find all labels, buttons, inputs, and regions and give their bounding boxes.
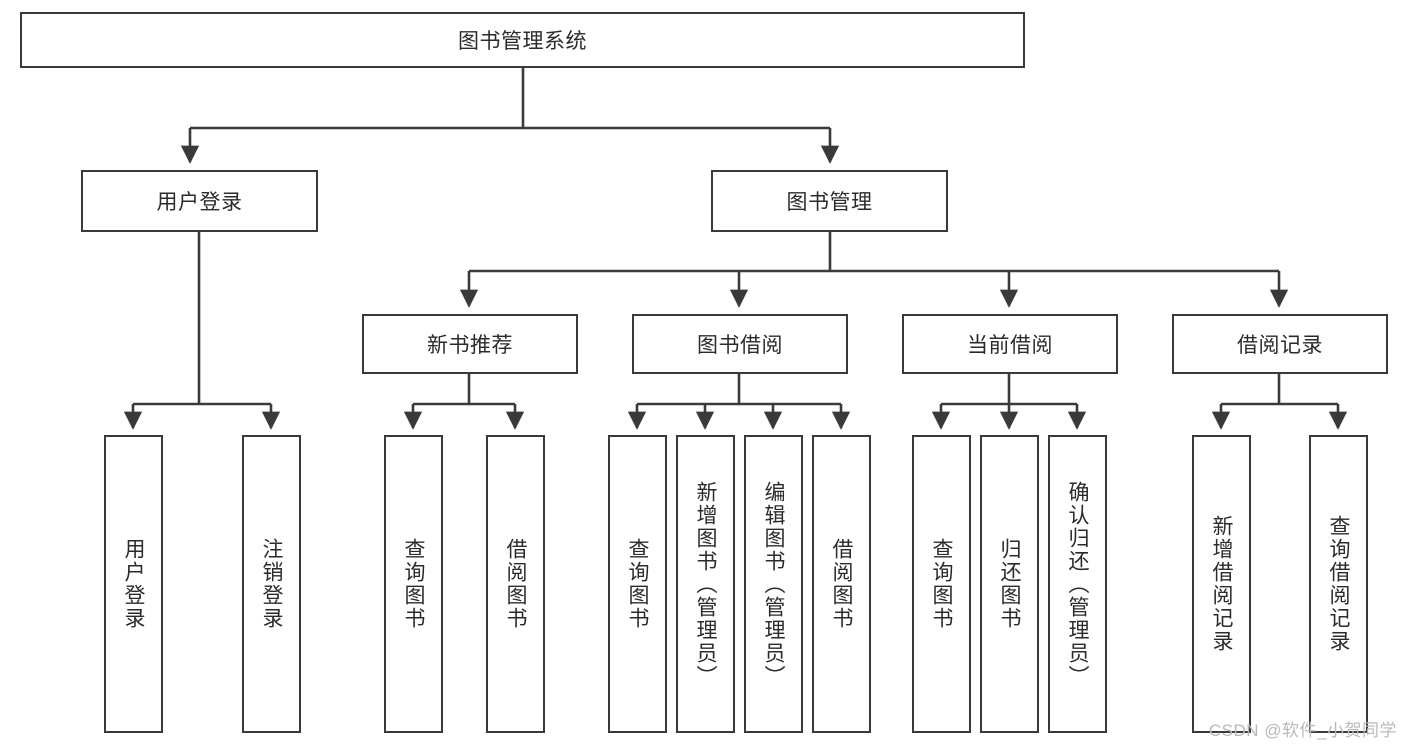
node-book-borrow-label: 图书借阅 [697, 334, 783, 357]
leaf-label: 归还图书 [998, 538, 1021, 630]
node-user-login[interactable]: 用户登录 [81, 170, 318, 232]
csdn-watermark: CSDN @软件_小贺同学 [1208, 721, 1397, 740]
leaf-label: 借阅图书 [830, 538, 853, 630]
node-root-system[interactable]: 图书管理系统 [20, 12, 1025, 68]
leaf-label: 注销登录 [260, 538, 283, 630]
leaf-new-book-borrow[interactable]: 借阅图书 [486, 435, 545, 733]
node-borrow-record[interactable]: 借阅记录 [1172, 314, 1388, 374]
leaf-label: 新增借阅记录 [1210, 515, 1233, 653]
node-new-book-recommend-label: 新书推荐 [427, 334, 513, 357]
leaf-label: 编辑图书（管理员） [762, 480, 785, 688]
leaf-label: 用户登录 [122, 538, 145, 630]
node-book-management[interactable]: 图书管理 [711, 170, 948, 232]
leaf-user-login-login[interactable]: 用户登录 [104, 435, 163, 733]
node-user-login-label: 用户登录 [156, 191, 243, 214]
leaf-current-borrow-return[interactable]: 归还图书 [980, 435, 1039, 733]
leaf-new-book-query[interactable]: 查询图书 [384, 435, 443, 733]
node-book-management-label: 图书管理 [786, 191, 873, 214]
node-root-label: 图书管理系统 [458, 30, 587, 53]
leaf-label: 查询借阅记录 [1327, 515, 1350, 653]
leaf-label: 查询图书 [626, 538, 649, 630]
leaf-current-borrow-confirm[interactable]: 确认归还（管理员） [1048, 435, 1107, 733]
leaf-user-login-logout[interactable]: 注销登录 [242, 435, 301, 733]
leaf-borrow-record-add[interactable]: 新增借阅记录 [1192, 435, 1251, 733]
node-borrow-record-label: 借阅记录 [1237, 334, 1323, 357]
leaf-label: 查询图书 [402, 538, 425, 630]
leaf-label: 借阅图书 [504, 538, 527, 630]
leaf-book-borrow-add[interactable]: 新增图书（管理员） [676, 435, 735, 733]
leaf-label: 确认归还（管理员） [1066, 480, 1089, 688]
node-current-borrow-label: 当前借阅 [967, 334, 1053, 357]
node-current-borrow[interactable]: 当前借阅 [902, 314, 1118, 374]
leaf-book-borrow-query[interactable]: 查询图书 [608, 435, 667, 733]
leaf-borrow-record-query[interactable]: 查询借阅记录 [1309, 435, 1368, 733]
leaf-book-borrow-borrow[interactable]: 借阅图书 [812, 435, 871, 733]
leaf-label: 查询图书 [930, 538, 953, 630]
leaf-label: 新增图书（管理员） [694, 480, 717, 688]
leaf-book-borrow-edit[interactable]: 编辑图书（管理员） [744, 435, 803, 733]
node-book-borrow[interactable]: 图书借阅 [632, 314, 848, 374]
node-new-book-recommend[interactable]: 新书推荐 [362, 314, 578, 374]
leaf-current-borrow-query[interactable]: 查询图书 [912, 435, 971, 733]
